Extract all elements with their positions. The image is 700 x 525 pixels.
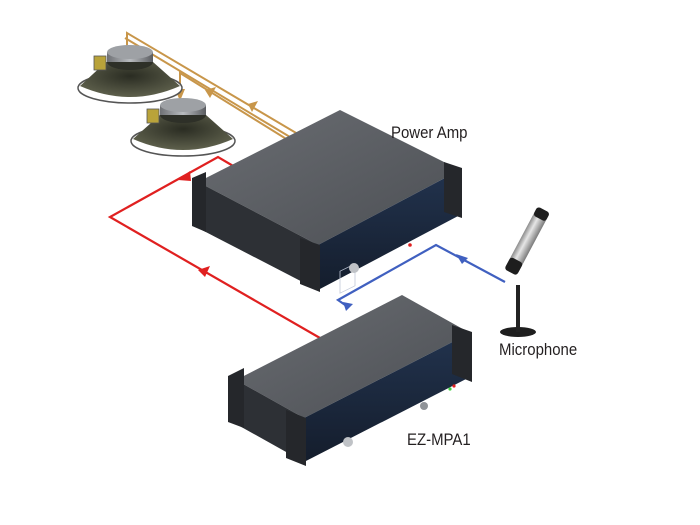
line-signal-wire xyxy=(107,155,321,339)
speaker-2 xyxy=(130,98,236,157)
mic-signal-arrows xyxy=(343,254,468,311)
microphone-label: Microphone xyxy=(499,340,578,359)
preamp-gain-knob xyxy=(343,437,353,447)
mic-signal-wire xyxy=(335,243,506,308)
power-amp-label: Power Amp xyxy=(391,123,468,142)
preamp-led-red xyxy=(452,384,456,388)
power-amp xyxy=(192,110,462,294)
ez-mpa1-preamp xyxy=(228,295,472,466)
preamp-phantom-knob xyxy=(420,402,428,410)
power-amp-led xyxy=(408,243,412,247)
microphone xyxy=(500,207,549,337)
preamp-led-green xyxy=(448,387,452,391)
power-amp-knob xyxy=(349,263,359,273)
ez-mpa1-label: EZ-MPA1 xyxy=(407,430,471,449)
line-signal-arrows xyxy=(178,171,210,277)
speaker-1 xyxy=(77,45,183,104)
